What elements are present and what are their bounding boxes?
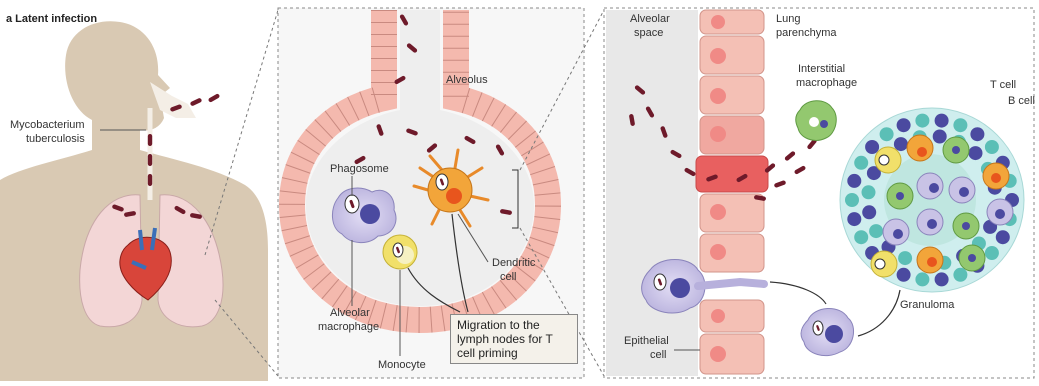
panel-label: a Latent infection <box>6 13 97 25</box>
lymphocyte <box>847 212 861 226</box>
monocyte-label: Monocyte <box>378 359 426 371</box>
epithelial-column <box>696 10 768 374</box>
lymphocyte <box>996 230 1010 244</box>
human-figure: a Latent infection Mycobacterium tubercu… <box>0 10 278 381</box>
phagosome-label: Phagosome <box>330 163 389 175</box>
lymphocyte <box>865 140 879 154</box>
lymphocyte <box>847 174 861 188</box>
lymphocyte <box>970 127 984 141</box>
lymphocyte <box>915 114 929 128</box>
lymphocyte <box>862 205 876 219</box>
lymphocyte <box>894 137 908 151</box>
monocyte-cell <box>383 235 417 269</box>
lymphocyte <box>953 268 967 282</box>
lymphocyte <box>935 114 949 128</box>
granuloma-panel: Alveolar space Lung parenchyma Interstit… <box>604 8 1035 378</box>
mycobacterium-label: Mycobacterium tuberculosis <box>10 119 88 145</box>
lymphocyte <box>862 185 876 199</box>
lymphocyte <box>985 246 999 260</box>
lymphocyte <box>897 118 911 132</box>
migration-callout: Migration to the lymph nodes for T cell … <box>450 314 578 364</box>
lymphocyte <box>845 193 859 207</box>
lymphocyte <box>880 127 894 141</box>
lymphocyte <box>869 224 883 238</box>
granuloma <box>840 108 1024 292</box>
lymphocyte <box>915 272 929 286</box>
lymphocyte <box>953 118 967 132</box>
macrophage-nucleus <box>360 204 380 224</box>
lymphocyte <box>897 268 911 282</box>
alveolus-label: Alveolus <box>446 74 488 86</box>
alveolar-space-area <box>606 10 698 376</box>
lymphocyte <box>854 230 868 244</box>
lymphocyte <box>935 272 949 286</box>
granuloma-label: Granuloma <box>900 299 955 311</box>
lymphocyte <box>898 251 912 265</box>
lymphocyte <box>969 146 983 160</box>
interstitial-macrophage-cell <box>796 101 836 141</box>
t-cell-label: T cell <box>990 79 1016 91</box>
lymphocyte <box>854 156 868 170</box>
lymphocyte <box>985 140 999 154</box>
b-cell-label: B cell <box>1008 95 1035 107</box>
lymphocyte <box>933 130 947 144</box>
